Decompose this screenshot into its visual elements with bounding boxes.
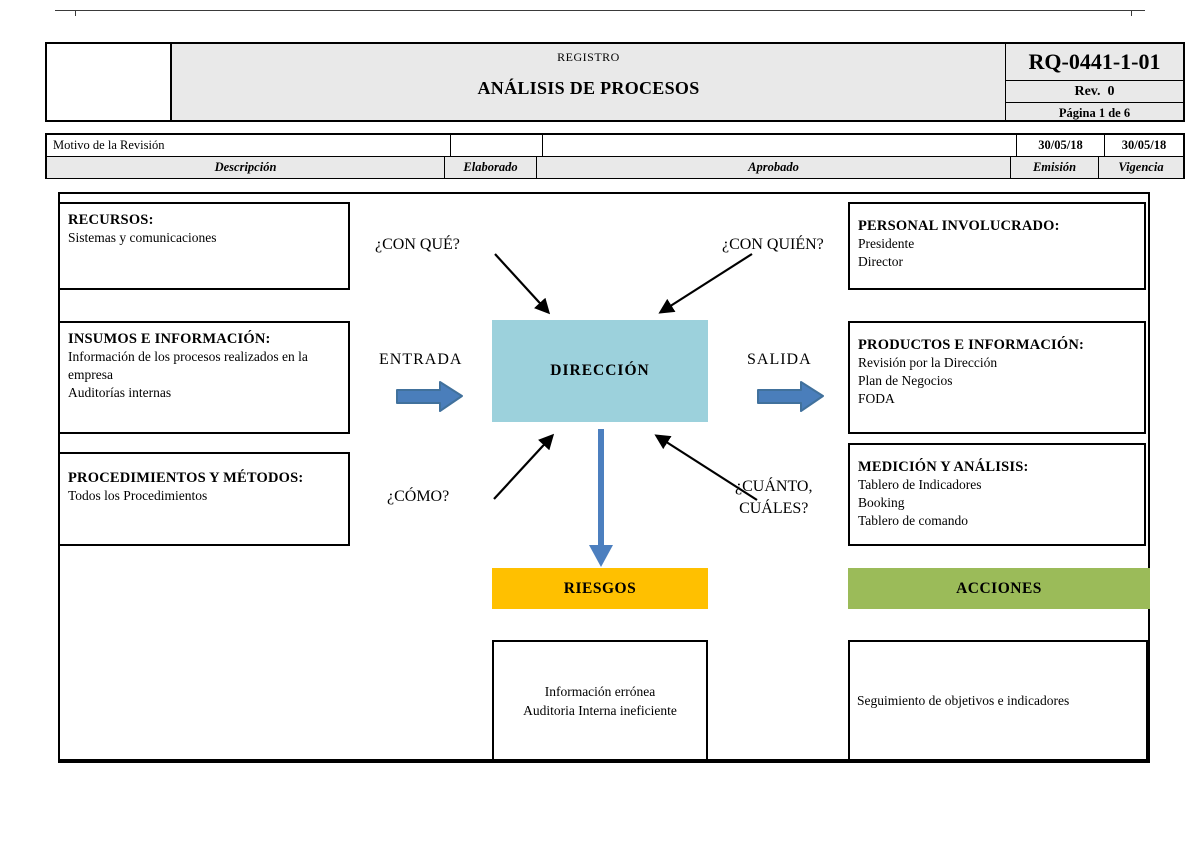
acciones-detail-box: Seguimiento de objetivos e indicadores	[848, 640, 1148, 761]
document-code: RQ-0441-1-01	[1006, 44, 1183, 81]
header-code-block: RQ-0441-1-01 Rev. 0 Página 1 de 6	[1005, 44, 1183, 120]
personal-box: PERSONAL INVOLUCRADO: Presidente Directo…	[848, 202, 1146, 290]
medicion-line-1: Tablero de Indicadores	[858, 477, 982, 492]
direccion-process-box: DIRECCIÓN	[492, 320, 708, 422]
personal-line-2: Director	[858, 254, 903, 269]
medicion-title: MEDICIÓN Y ANÁLISIS:	[858, 459, 1029, 475]
productos-line-2: Plan de Negocios	[858, 373, 953, 388]
procedimientos-title: PROCEDIMIENTOS Y MÉTODOS:	[68, 470, 304, 486]
page-margin-tick-left	[75, 10, 76, 16]
insumos-line-1: Información de los procesos realizados e…	[68, 349, 308, 382]
revision-row-labels: Descripción Elaborado Aprobado Emisión V…	[47, 157, 1183, 178]
label-cuanto-cuales: ¿CUÁNTO, CUÁLES?	[735, 476, 812, 520]
acciones-bar: ACCIONES	[848, 568, 1150, 609]
recursos-title: RECURSOS:	[68, 212, 154, 228]
descripcion-label: Descripción	[47, 157, 445, 178]
doc-type-label: REGISTRO	[557, 50, 620, 64]
revision-number: Rev. 0	[1006, 81, 1183, 103]
insumos-line-2: Auditorías internas	[68, 385, 172, 400]
revision-table: Motivo de la Revisión 30/05/18 30/05/18 …	[45, 133, 1185, 179]
logo-placeholder	[47, 44, 172, 120]
riesgos-detail-box: Información errónea Auditoria Interna in…	[492, 640, 708, 761]
aprobado-label: Aprobado	[537, 157, 1011, 178]
medicion-line-2: Booking	[858, 495, 905, 510]
label-con-quien: ¿CON QUIÉN?	[722, 236, 824, 253]
productos-line-3: FODA	[858, 391, 895, 406]
emision-label: Emisión	[1011, 157, 1099, 178]
recursos-box: RECURSOS: Sistemas y comunicaciones	[58, 202, 350, 290]
productos-line-1: Revisión por la Dirección	[858, 355, 998, 370]
vigencia-label: Vigencia	[1118, 160, 1164, 174]
label-cuanto-line-2: CUÁLES?	[739, 500, 809, 517]
medicion-line-3: Tablero de comando	[858, 513, 969, 528]
acciones-detail-text: Seguimiento de objetivos e indicadores	[857, 692, 1070, 708]
riesgos-bar: RIESGOS	[492, 568, 708, 609]
emision-date: 30/05/18	[1017, 135, 1105, 156]
elaborado-value-cell	[451, 135, 543, 156]
procedimientos-line: Todos los Procedimientos	[68, 488, 208, 503]
insumos-title: INSUMOS E INFORMACIÓN:	[68, 331, 271, 347]
page-margin-rule	[55, 10, 1145, 11]
header-table: REGISTRO ANÁLISIS DE PROCESOS RQ-0441-1-…	[45, 42, 1185, 122]
insumos-box: INSUMOS E INFORMACIÓN: Información de lo…	[58, 321, 350, 434]
recursos-line: Sistemas y comunicaciones	[68, 230, 217, 245]
label-con-que: ¿CON QUÉ?	[375, 236, 460, 253]
riesgos-detail-line-1: Información errónea	[544, 683, 656, 699]
label-cuanto-line-1: ¿CUÁNTO,	[735, 478, 813, 495]
vigencia-date: 30/05/18	[1121, 138, 1167, 152]
medicion-box: MEDICIÓN Y ANÁLISIS: Tablero de Indicado…	[848, 443, 1146, 546]
page-margin-tick-right	[1131, 10, 1132, 16]
aprobado-value-cell	[543, 135, 1017, 156]
page-number: Página 1 de 6	[1058, 106, 1131, 120]
label-como: ¿CÓMO?	[387, 488, 450, 505]
label-salida: SALIDA	[747, 351, 812, 368]
productos-box: PRODUCTOS E INFORMACIÓN: Revisión por la…	[848, 321, 1146, 434]
document-title: ANÁLISIS DE PROCESOS	[477, 78, 700, 98]
personal-title: PERSONAL INVOLUCRADO:	[858, 218, 1060, 234]
label-entrada: ENTRADA	[379, 351, 463, 368]
header-title-cell: REGISTRO ANÁLISIS DE PROCESOS	[172, 44, 1005, 120]
riesgos-detail-line-2: Auditoria Interna ineficiente	[523, 702, 677, 718]
elaborado-label: Elaborado	[445, 157, 537, 178]
personal-line-1: Presidente	[858, 236, 915, 251]
revision-row-values: Motivo de la Revisión 30/05/18 30/05/18	[47, 135, 1183, 157]
productos-title: PRODUCTOS E INFORMACIÓN:	[858, 337, 1085, 353]
procedimientos-box: PROCEDIMIENTOS Y MÉTODOS: Todos los Proc…	[58, 452, 350, 546]
motivo-revision-cell: Motivo de la Revisión	[47, 135, 451, 156]
